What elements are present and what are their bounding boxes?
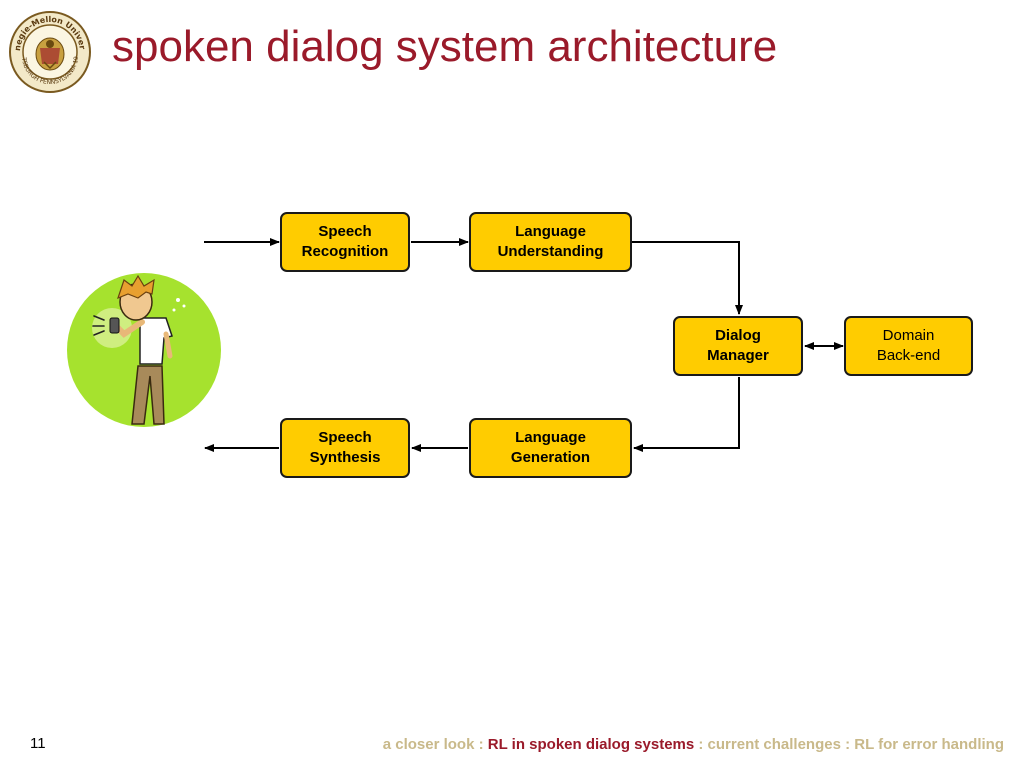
- speech-synthesis-label-line1: Speech: [318, 429, 372, 446]
- dialog-manager-label-line2: Manager: [707, 347, 769, 364]
- domain-backend-label-line1: Domain: [882, 327, 935, 344]
- speech-synthesis-label-line2: Synthesis: [309, 449, 381, 466]
- language-understanding-label-line1: Language: [515, 223, 586, 240]
- user-on-phone-illustration: [67, 273, 221, 427]
- dialog-manager-box: Dialog Manager: [673, 316, 803, 376]
- domain-backend-box: Domain Back-end: [844, 316, 973, 376]
- page-number: 11: [30, 735, 46, 752]
- language-generation-box: Language Generation: [469, 418, 632, 478]
- speech-synthesis-box: Speech Synthesis: [280, 418, 410, 478]
- footer-breadcrumb: a closer look : RL in spoken dialog syst…: [383, 736, 1004, 753]
- footer-part-rest: : current challenges : RL for error hand…: [694, 736, 1004, 753]
- university-seal-logo: Carnegie-Mellon University PITTSBURGH PE…: [8, 10, 91, 93]
- speech-recognition-label-line1: Speech: [318, 223, 372, 240]
- slide-title: spoken dialog system architecture: [112, 22, 778, 71]
- language-understanding-label-line2: Understanding: [497, 243, 604, 260]
- language-generation-label-line1: Language: [515, 429, 586, 446]
- footer-part-closer-look: a closer look :: [382, 736, 488, 753]
- footer-part-current-section: RL in spoken dialog systems: [487, 736, 695, 753]
- dialog-manager-label-line1: Dialog: [715, 327, 761, 344]
- arrow-language-understanding-to-dialog-manager: [632, 241, 743, 315]
- speech-recognition-label-line2: Recognition: [301, 243, 389, 260]
- domain-backend-label-line2: Back-end: [876, 347, 941, 364]
- language-understanding-box: Language Understanding: [469, 212, 632, 272]
- language-generation-label-line2: Generation: [510, 449, 591, 466]
- arrow-dialog-manager-to-language-generation: [633, 377, 740, 452]
- speech-recognition-box: Speech Recognition: [280, 212, 410, 272]
